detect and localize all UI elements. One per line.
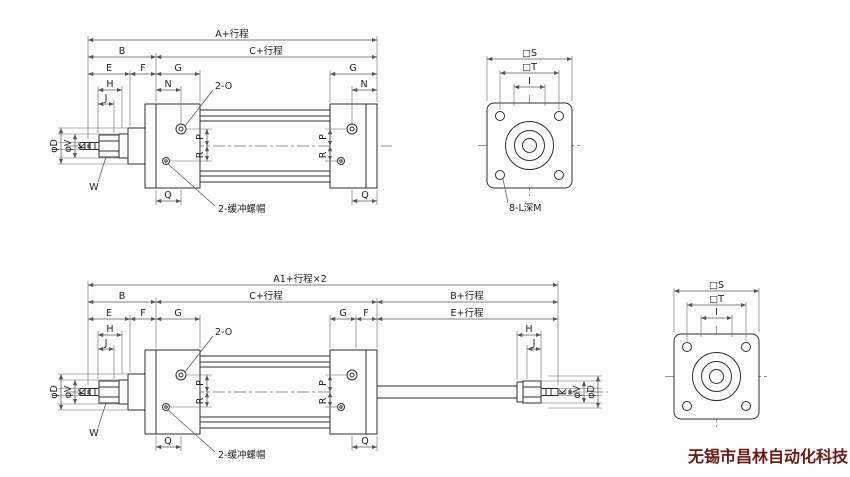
dim-label-e: E xyxy=(106,63,112,74)
dim-label-c-stroke: C+行程 xyxy=(249,290,283,302)
dim-label-h-left: H xyxy=(106,324,113,335)
dim-label-j: J xyxy=(104,93,108,104)
dim-label-a-stroke: A+行程 xyxy=(215,28,249,40)
bore-circles xyxy=(692,352,741,401)
dim-label-g-left: G xyxy=(174,63,181,74)
dim-label-q-left: Q xyxy=(164,190,171,201)
dim-label-e: E xyxy=(106,308,112,319)
dim-label-r-right: R xyxy=(318,151,329,158)
cushion-screw-circles xyxy=(162,157,345,165)
dim-label-dia-v-left: φV xyxy=(63,385,74,398)
cylinder-body xyxy=(144,349,378,435)
dim-label-c-stroke: C+行程 xyxy=(249,45,283,57)
dim-label-dia-d: φD xyxy=(49,139,60,153)
dim-label-a1-stroke: A1+行程×2 xyxy=(273,273,327,285)
cylinder-body xyxy=(144,103,378,189)
dim-label-j-left: J xyxy=(104,338,108,349)
dim-label-b: B xyxy=(119,46,126,57)
dim-label-dia-d-left: φD xyxy=(49,385,60,399)
dim-label-r-right: R xyxy=(318,397,329,404)
top-end-view: □S □T I 8-L深M xyxy=(478,48,581,214)
bottom-cylinder-drawing: A1+行程×2 B C+行程 B+行程 E F G G F E+行程 H J H… xyxy=(49,273,608,461)
cushion-nut-callout: 2-缓冲螺帽 xyxy=(218,203,265,215)
dim-label-k: K xyxy=(77,142,88,149)
dim-label-r-left: R xyxy=(195,151,206,158)
dim-label-n-right: N xyxy=(360,79,367,90)
dim-label-t: □T xyxy=(522,62,537,73)
top-cylinder-drawing: A+行程 B C+行程 E F G G H N N J 2-O P R P R … xyxy=(49,28,392,215)
port-callout-label: 2-O xyxy=(215,327,232,338)
dim-label-k-right: K xyxy=(558,388,569,395)
dim-label-dia-d-right: φD xyxy=(586,385,597,399)
dim-label-e-stroke: E+行程 xyxy=(451,307,484,319)
piston-rod-assembly xyxy=(79,127,146,165)
dim-label-f-right: F xyxy=(363,308,368,319)
dim-label-q-left: Q xyxy=(164,436,171,447)
dim-label-p-left: P xyxy=(195,134,206,140)
dim-label-dia-v-right: φV xyxy=(572,385,583,398)
dim-label-g-right: G xyxy=(349,63,356,74)
dim-label-t: □T xyxy=(709,294,724,305)
dim-label-dia-v: φV xyxy=(63,139,74,152)
dim-label-p-left: P xyxy=(195,380,206,386)
flange-bolt-holes xyxy=(495,111,564,180)
dim-label-i: I xyxy=(715,307,718,318)
dim-label-n-left: N xyxy=(164,79,171,90)
cushion-nut-callout: 2-缓冲螺帽 xyxy=(218,449,265,461)
end-view-extension-lines xyxy=(673,288,760,341)
dim-label-s: □S xyxy=(522,48,537,59)
extension-lines xyxy=(58,281,602,451)
dim-label-g-left: G xyxy=(174,308,181,319)
dim-label-f-left: F xyxy=(140,308,145,319)
company-watermark: 无锡市昌林自动化科技 xyxy=(687,447,849,466)
dim-label-b: B xyxy=(119,291,126,302)
dim-label-w: W xyxy=(89,428,99,439)
dim-label-s: □S xyxy=(709,280,724,291)
port-callout-label: 2-O xyxy=(215,81,232,92)
end-view-dimension-lines xyxy=(487,56,572,204)
dim-label-k-left: K xyxy=(77,388,88,395)
flange-bolt-holes xyxy=(682,342,751,411)
dim-label-g-right: G xyxy=(339,308,346,319)
dim-label-r-left: R xyxy=(195,397,206,404)
flange-outline xyxy=(673,333,760,420)
dim-label-i: I xyxy=(528,76,531,87)
dim-label-f: F xyxy=(140,63,145,74)
dim-label-q-right: Q xyxy=(361,190,368,201)
dim-label-w: W xyxy=(89,182,99,193)
end-view-dimension-lines xyxy=(674,288,759,321)
piston-rod-assembly-right xyxy=(376,380,559,404)
dim-label-h-right: H xyxy=(525,324,532,335)
piston-rod-assembly-left xyxy=(79,373,146,411)
mount-holes-callout: 8-L深M xyxy=(509,203,541,214)
dim-label-j-right: J xyxy=(532,338,536,349)
bore-circles xyxy=(505,121,554,170)
flange-outline xyxy=(486,102,573,189)
dim-label-q-right: Q xyxy=(361,436,368,447)
bottom-end-view: □S □T I xyxy=(665,280,768,427)
cushion-screw-circles xyxy=(162,403,345,411)
dim-label-b-stroke: B+行程 xyxy=(450,290,484,302)
dim-label-p-right: P xyxy=(318,134,329,140)
dimension-lines xyxy=(58,37,377,207)
dimension-lines xyxy=(58,282,601,453)
dim-label-h: H xyxy=(106,79,113,90)
dim-label-p-right: P xyxy=(318,380,329,386)
